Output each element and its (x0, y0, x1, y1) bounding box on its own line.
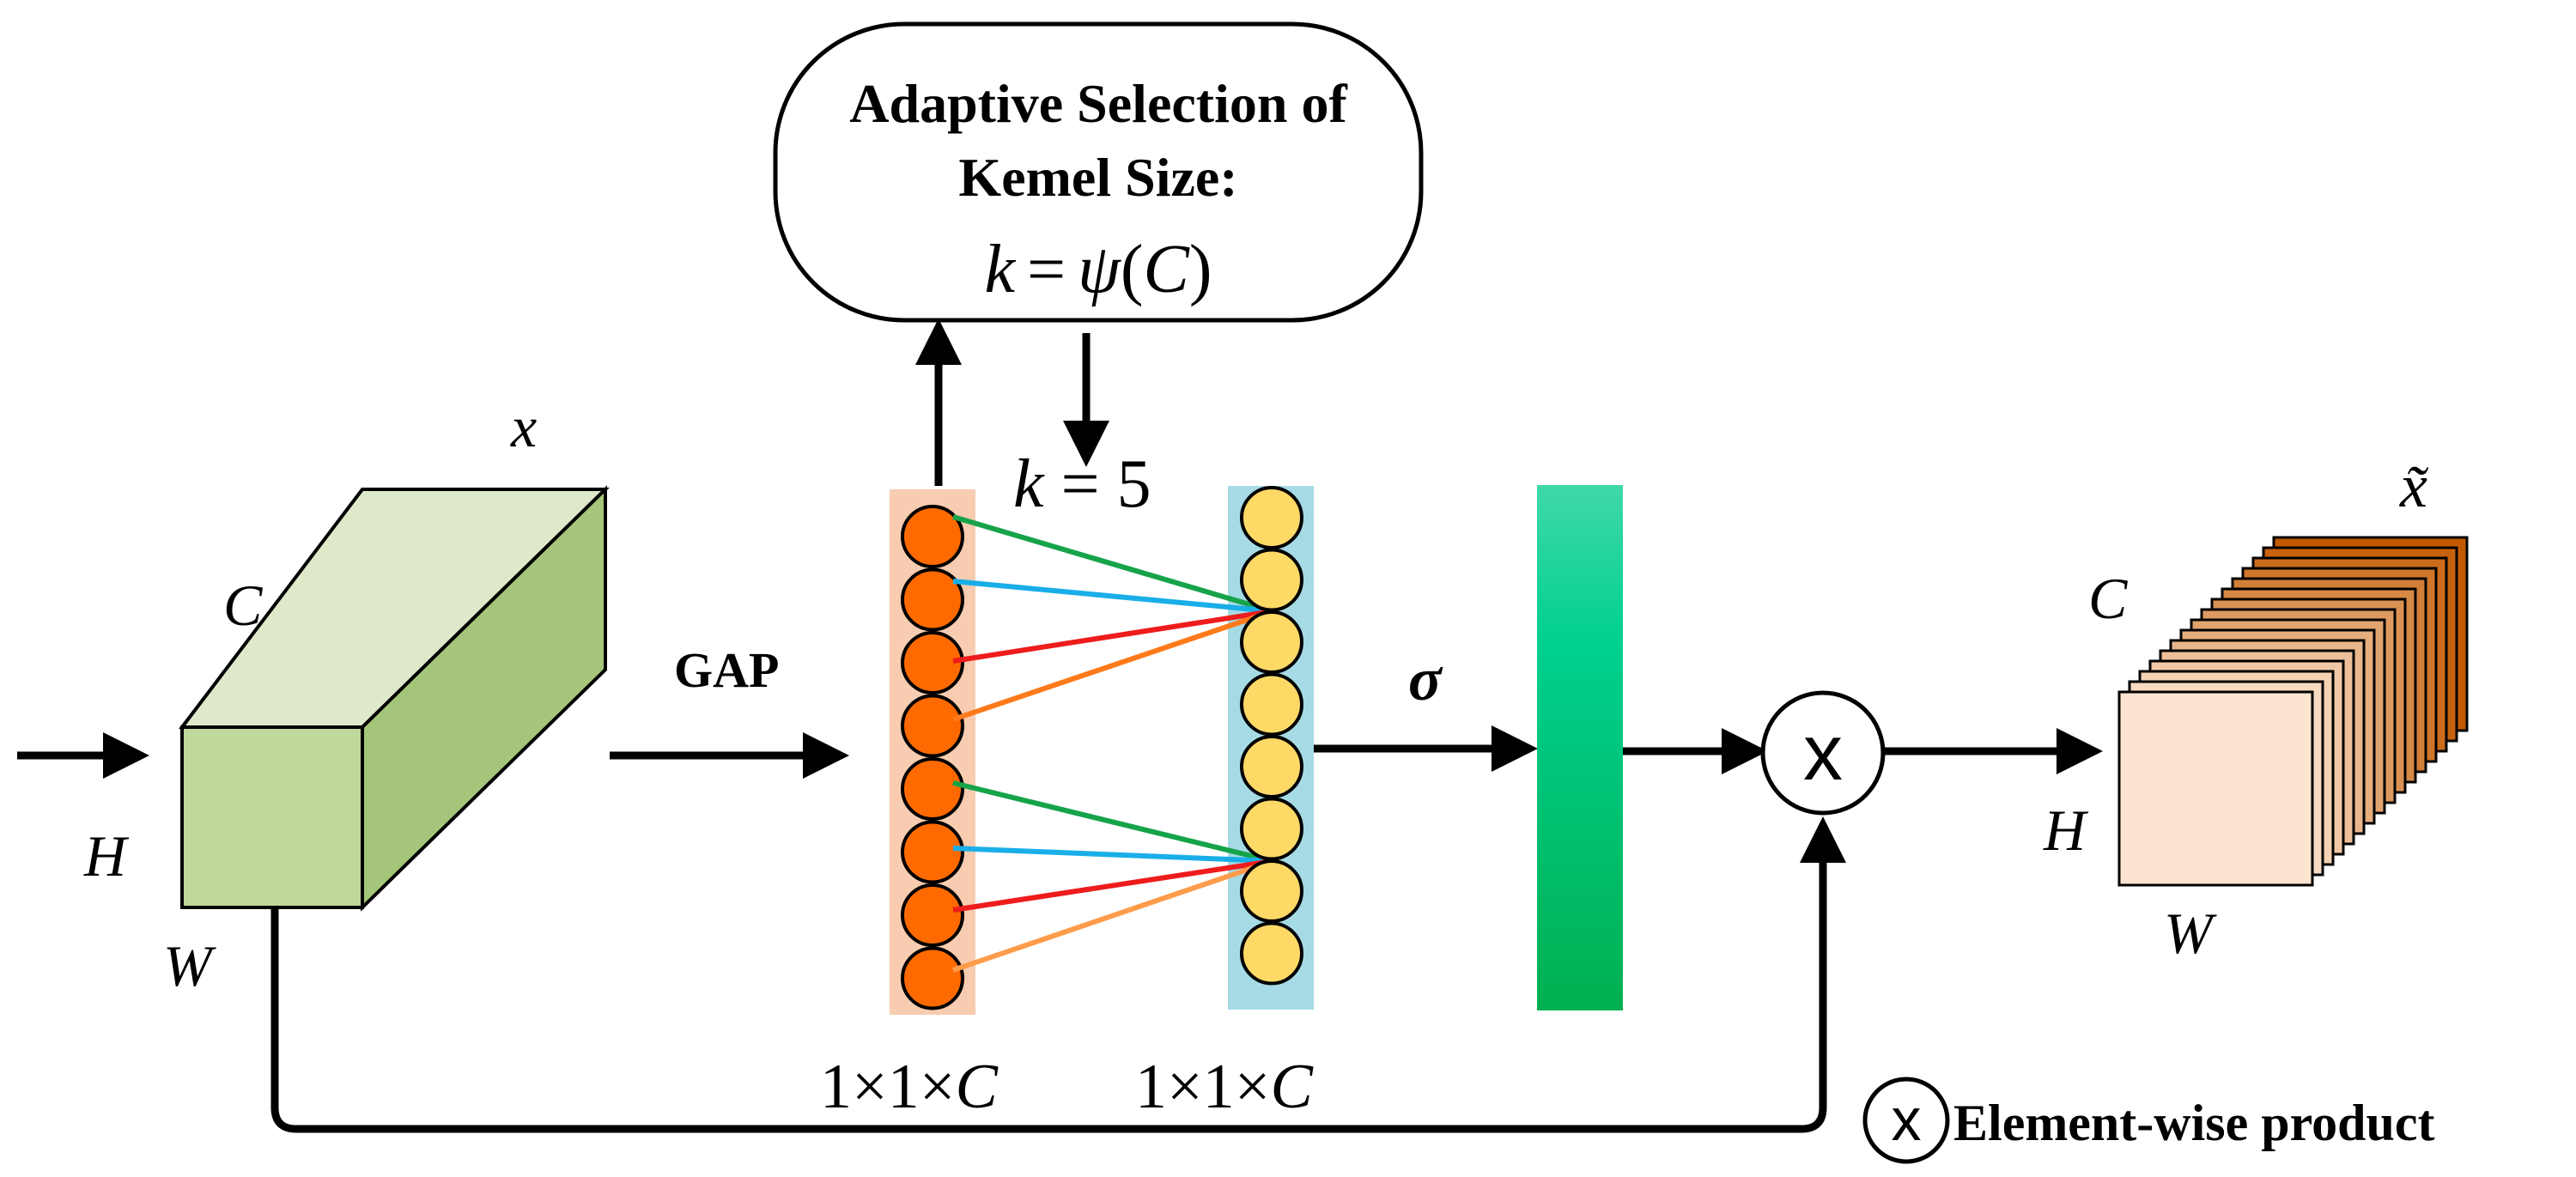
k-equals-label: k = 5 (1013, 446, 1151, 522)
skip-connection (270, 816, 1846, 1133)
gap-label: GAP (674, 642, 779, 698)
right-vector-circle-7 (1240, 859, 1303, 923)
output-x-label: x̃ (2399, 452, 2429, 520)
input-feature-block (178, 485, 610, 912)
right-vector-circle-1 (1240, 486, 1303, 549)
conv-connections (952, 514, 1273, 973)
right-vector-circle-6 (1240, 797, 1303, 861)
conn-line-8 (952, 858, 1273, 973)
left-vector-circle-3 (901, 631, 964, 695)
left-vector-circle-1 (901, 505, 964, 568)
right-vector-circle-3 (1240, 610, 1303, 674)
adaptive-title-line2: Kemel Size: (958, 147, 1237, 208)
adaptive-selection-box (773, 21, 1424, 323)
left-vector-circle-5 (901, 757, 964, 821)
input-x-label: x (510, 394, 537, 459)
legend-multiply-icon (1862, 1077, 1950, 1164)
left-vector-circle-2 (901, 567, 964, 632)
adaptive-formula: k=ψ(C) (985, 232, 1212, 307)
left-vector-label: 1×1×C (820, 1052, 999, 1122)
right-vector-circle-4 (1240, 672, 1303, 737)
input-h-label: H (83, 823, 130, 889)
output-c-label: C (2088, 566, 2128, 631)
output-feature-block (2117, 536, 2469, 887)
multiply-symbol: x (1803, 709, 1843, 797)
sigma-label: σ (1408, 645, 1443, 713)
input-w-label: W (163, 933, 216, 998)
right-vector-circles (1240, 486, 1303, 986)
legend-text: Element-wise product (1953, 1095, 2435, 1151)
left-vector-circles (901, 505, 964, 1010)
left-vector-circle-4 (901, 694, 964, 758)
conn-line-3 (952, 609, 1273, 664)
right-vector-circle-5 (1240, 735, 1303, 798)
left-vector-circle-7 (901, 883, 964, 947)
right-vector-circle-2 (1240, 548, 1303, 612)
conn-line-1 (952, 514, 1273, 614)
output-w-label: W (2164, 901, 2217, 966)
conn-line-7 (952, 858, 1273, 913)
left-vector-circle-8 (901, 946, 964, 1010)
output-slice-1 (2117, 690, 2314, 887)
conn-line-5 (952, 780, 1273, 864)
conn-line-2 (952, 579, 1273, 614)
conn-line-4 (952, 609, 1273, 722)
input-c-label: C (223, 573, 263, 638)
legend-multiply-symbol: x (1892, 1086, 1922, 1153)
attention-weights-bar (1537, 485, 1623, 1010)
output-h-label: H (2043, 798, 2089, 863)
right-vector-label: 1×1×C (1135, 1052, 1314, 1122)
adaptive-title-line1: Adaptive Selection of (849, 73, 1347, 134)
right-vector-circle-8 (1240, 921, 1303, 986)
conn-line-6 (952, 846, 1273, 864)
left-vector-circle-6 (901, 820, 964, 884)
input-block-front (180, 725, 364, 909)
